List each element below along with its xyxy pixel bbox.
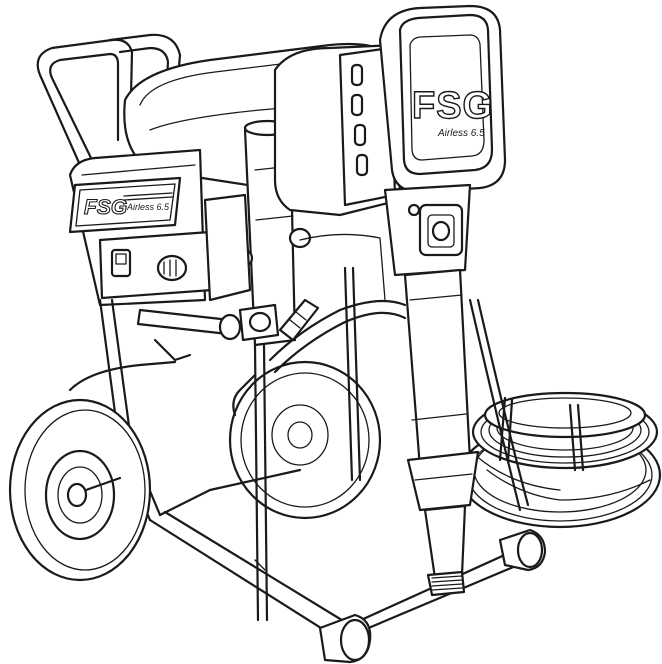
gearbox <box>273 43 402 217</box>
hose-coil <box>458 391 662 529</box>
pressure-knob <box>156 254 188 282</box>
suction-tube <box>403 268 480 597</box>
rear-wheel <box>228 360 382 520</box>
head-model-text: Airless 6.5 <box>437 128 485 139</box>
side-model-text: Airless 6.5 <box>126 202 170 212</box>
side-logo-plate: FSG Airless 6.5 <box>68 176 182 234</box>
inlet-filter <box>426 570 466 597</box>
return-tube <box>343 266 530 512</box>
head-display: FSG Airless 6.5 <box>378 4 507 194</box>
pressure-hose <box>232 298 407 417</box>
front-wheel <box>8 398 152 582</box>
fluid-manifold <box>383 183 472 277</box>
head-logo-text: FSG <box>412 85 493 127</box>
motor-cover <box>203 193 386 302</box>
control-box <box>98 230 214 300</box>
prime-lever <box>68 308 242 392</box>
frame-feet <box>318 528 547 664</box>
side-logo-text: FSG <box>84 196 127 219</box>
